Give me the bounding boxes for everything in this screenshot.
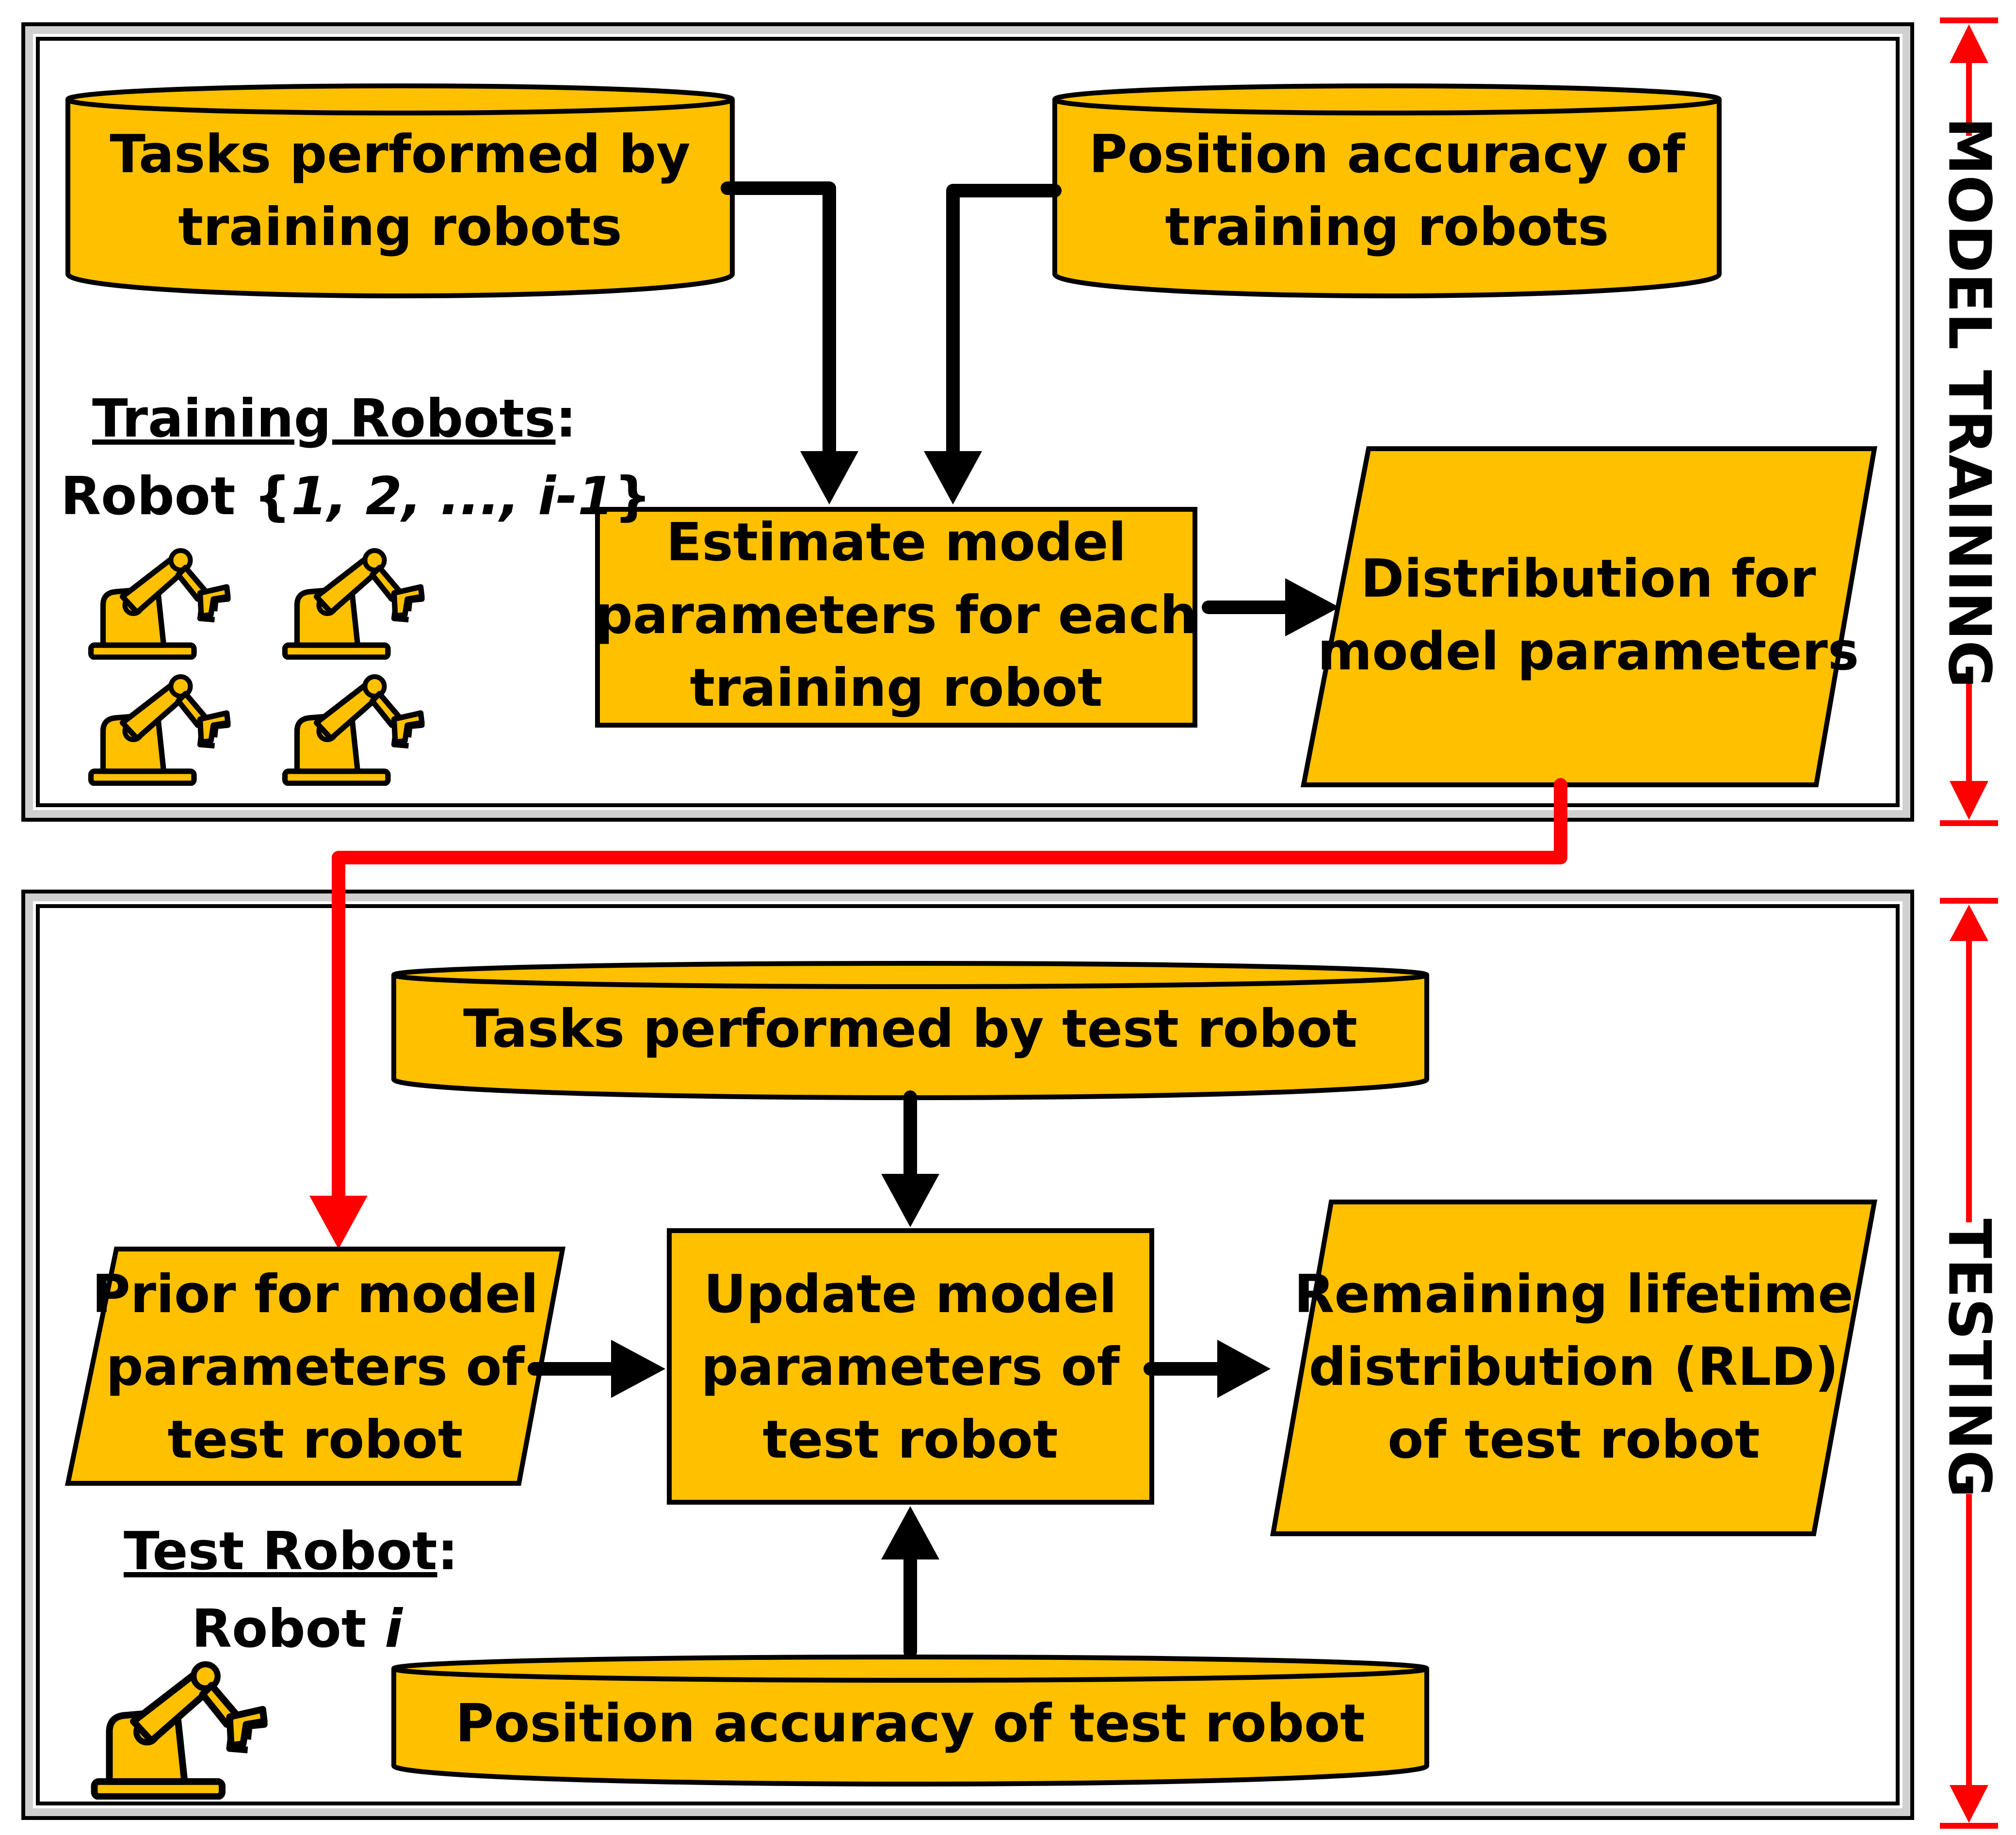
- training-robots-prefix: Robot {: [61, 466, 291, 527]
- training-accuracy-line2: training robots: [1165, 197, 1609, 258]
- update-line1: Update model: [704, 1264, 1117, 1325]
- prior-line2: parameters of: [106, 1337, 525, 1397]
- model-training-bracket: MODEL TRAINING: [1935, 17, 2003, 826]
- prior-line1: Prior for model: [92, 1264, 539, 1325]
- training-tasks-line1: Tasks performed by: [110, 124, 690, 185]
- training-robots-label: Training Robots: Robot {1, 2, ..., i-1}: [61, 389, 651, 527]
- training-robots-heading: Training Robots: [92, 389, 555, 449]
- estimate-parameters-box: Estimate model parameters for each train…: [595, 507, 1197, 728]
- estimate-line3: training robot: [690, 658, 1102, 718]
- rld-line2: distribution (RLD): [1309, 1337, 1839, 1397]
- distribution-line1: Distribution for: [1361, 549, 1816, 609]
- prior-line3: test robot: [168, 1410, 463, 1470]
- rld-line1: Remaining lifetime: [1294, 1264, 1853, 1325]
- test-robot-index: i: [385, 1599, 403, 1659]
- rld-box: Remaining lifetime distribution (RLD) of…: [1270, 1200, 1877, 1536]
- update-line3: test robot: [763, 1410, 1058, 1470]
- distribution-box: Distribution for model parameters: [1300, 446, 1877, 787]
- svg-text:Robot i: Robot i: [192, 1599, 403, 1659]
- training-robots-set: 1, 2, ..., i-1: [291, 466, 614, 527]
- distribution-line2: model parameters: [1318, 621, 1859, 682]
- prior-box: Prior for model parameters of test robot: [65, 1247, 566, 1486]
- update-parameters-box: Update model parameters of test robot: [667, 1228, 1154, 1505]
- svg-text:Robot {1, 2, ..., i-1}: Robot {1, 2, ..., i-1}: [61, 466, 651, 527]
- training-tasks-database: Tasks performed by training robots: [65, 83, 735, 298]
- training-arrows: [721, 181, 1339, 636]
- test-accuracy-database: Position accuracy of test robot: [391, 1655, 1429, 1786]
- training-tasks-line2: training robots: [178, 197, 622, 258]
- test-accuracy-line1: Position accuracy of test robot: [455, 1693, 1365, 1754]
- test-robot-label: Test Robot: Robot i: [124, 1521, 458, 1659]
- estimate-line2: parameters for each: [595, 585, 1197, 646]
- estimate-line1: Estimate model: [666, 512, 1127, 573]
- test-robot-heading: Test Robot: [124, 1521, 437, 1582]
- test-tasks-line1: Tasks performed by test robot: [463, 999, 1357, 1059]
- rld-line3: of test robot: [1387, 1410, 1760, 1470]
- test-tasks-database: Tasks performed by test robot: [391, 961, 1429, 1100]
- test-robot-prefix: Robot: [192, 1599, 385, 1659]
- testing-label: TESTING: [1935, 1218, 2003, 1498]
- update-line2: parameters of: [701, 1337, 1120, 1397]
- testing-bracket: TESTING: [1935, 898, 2003, 1829]
- model-training-label: MODEL TRAINING: [1935, 117, 2003, 688]
- svg-text:Training Robots:: Training Robots:: [92, 389, 577, 449]
- svg-text:Test Robot:: Test Robot:: [124, 1521, 458, 1582]
- training-to-testing-link: [309, 778, 1567, 1249]
- training-accuracy-line1: Position accuracy of: [1089, 124, 1685, 185]
- training-accuracy-database: Position accuracy of training robots: [1052, 83, 1722, 298]
- testing-arrows: [528, 1090, 1271, 1658]
